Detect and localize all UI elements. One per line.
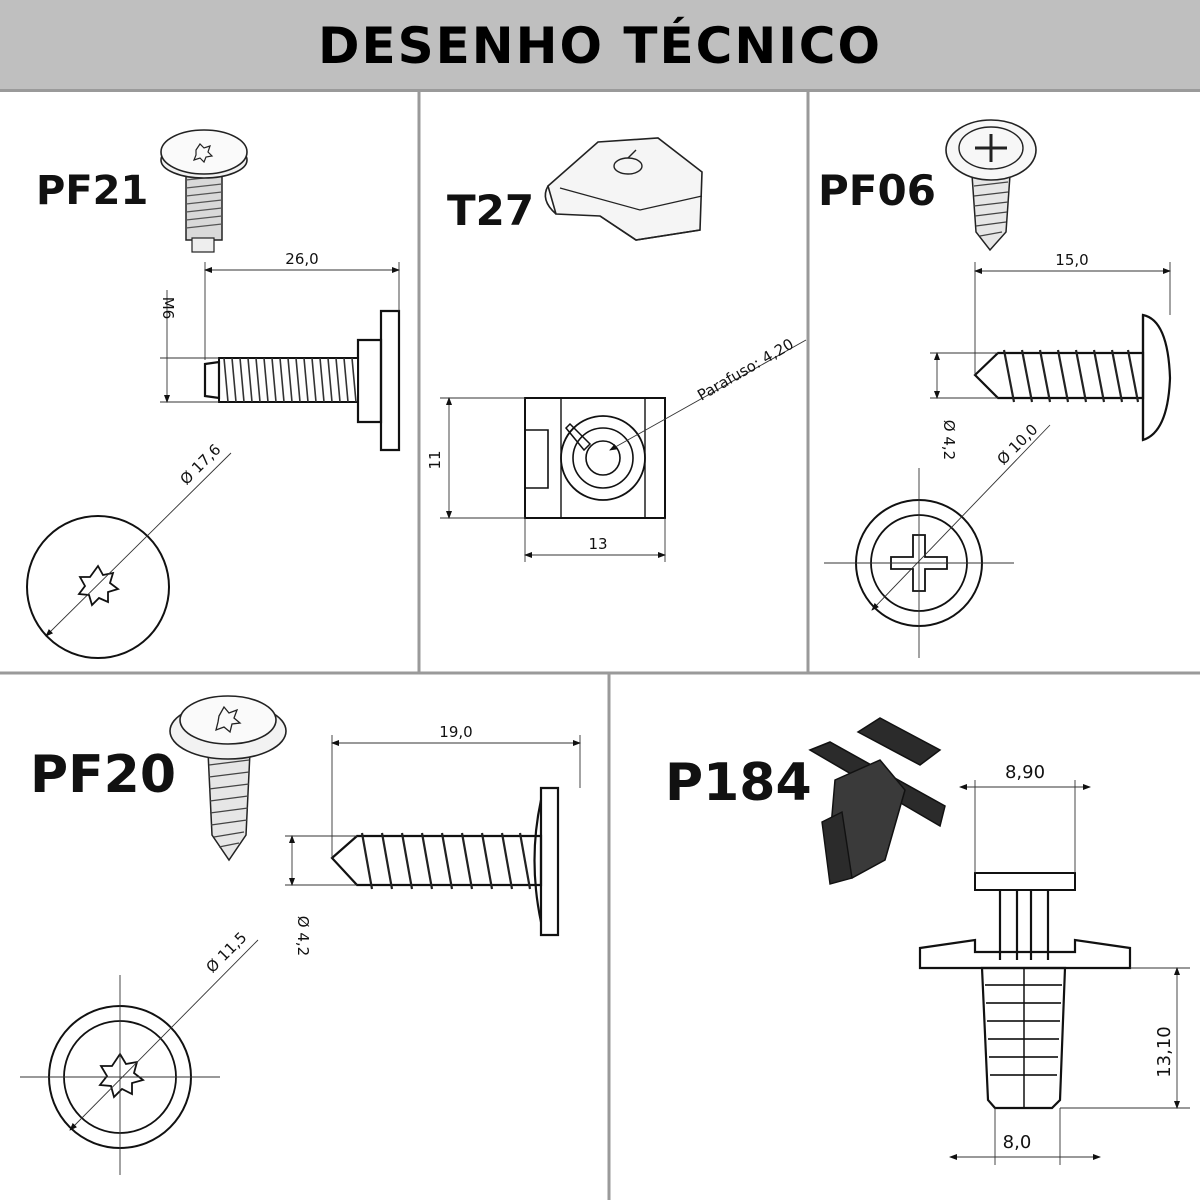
torx-recess-icon (98, 1052, 145, 1099)
pf20-thread-lines (360, 832, 532, 890)
pf06-panel (824, 119, 1172, 658)
pf21-label: PF21 (36, 168, 149, 214)
pf06-screw-illustration (945, 119, 1037, 252)
p184-label: P184 (665, 753, 812, 813)
pf20-side-view (285, 735, 581, 937)
pf21-dim-head-diameter: Ø 17,6 (176, 440, 224, 488)
p184-dim-bottom: 8,0 (1003, 1132, 1032, 1153)
page-title: DESENHO TÉCNICO (317, 17, 883, 75)
pf20-label: PF20 (30, 745, 176, 805)
pf06-side-view (930, 262, 1172, 442)
pf21-dim-length: 26,0 (285, 250, 318, 268)
pf20-dim-head-diameter: Ø 11,5 (202, 928, 250, 976)
pf20-screw-illustration (169, 695, 287, 862)
pf21-dim-thread: M6 (159, 297, 177, 320)
pf06-dim-head-diameter: Ø 10,0 (993, 420, 1041, 468)
pf20-dim-shank: Ø 4,2 (294, 916, 312, 956)
pf20-panel (20, 695, 581, 1175)
t27-dim-screw: Parafuso: 4,20 (694, 335, 796, 405)
pf21-panel (26, 129, 401, 659)
p184-dim-top: 8,90 (1005, 762, 1045, 783)
pf20-front-view (20, 939, 259, 1175)
pf21-front-view (26, 452, 232, 659)
pf06-front-view (824, 424, 1051, 658)
t27-label: T27 (447, 186, 535, 235)
panel-dividers (0, 92, 1200, 1200)
pf06-thread-lines (1002, 349, 1140, 403)
pf21-screw-illustration (160, 129, 248, 253)
pf06-dim-shank: Ø 4,2 (940, 420, 958, 460)
p184-panel (808, 717, 1190, 1165)
t27-clip-illustration (544, 137, 703, 241)
pf21-thread-lines (223, 357, 357, 403)
p184-dim-height: 13,10 (1154, 1026, 1175, 1078)
t27-dim-height: 11 (426, 450, 444, 469)
p184-side-view (918, 780, 1190, 1165)
pf06-label: PF06 (818, 166, 936, 215)
t27-front-view (440, 339, 807, 562)
torx-recess-icon (77, 564, 120, 607)
p184-rivet-illustration (808, 717, 946, 885)
pf20-dim-length: 19,0 (439, 723, 472, 741)
pf21-side-view (160, 262, 401, 452)
pf06-dim-length: 15,0 (1055, 251, 1088, 269)
t27-dim-width: 13 (588, 535, 607, 553)
header-bar: DESENHO TÉCNICO (0, 0, 1200, 92)
phillips-recess-icon (890, 534, 948, 592)
t27-panel (440, 137, 807, 562)
